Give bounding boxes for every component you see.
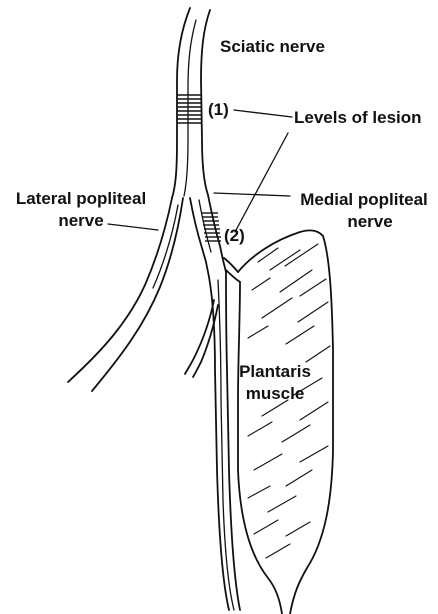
- medial-popliteal-label-line2: nerve: [347, 212, 392, 231]
- medial-popliteal-nerve: [190, 195, 226, 277]
- plantaris-label-line1: Plantaris: [239, 362, 311, 381]
- nerve-to-plantaris: [185, 258, 240, 610]
- lateral-popliteal-label-line1: Lateral popliteal: [16, 189, 146, 208]
- medial-popliteal-label-line1: Medial popliteal: [300, 190, 428, 209]
- sciatic-nerve-label: Sciatic nerve: [220, 37, 325, 56]
- lesion-1-label: (1): [208, 100, 229, 119]
- lateral-popliteal-label-line2: nerve: [58, 211, 103, 230]
- plantaris-label-line2: muscle: [246, 384, 305, 403]
- lesion-1-marker: [177, 95, 202, 123]
- levels-of-lesion-label: Levels of lesion: [294, 108, 422, 127]
- leader-lines: [108, 110, 292, 232]
- lesion-2-label: (2): [224, 226, 245, 245]
